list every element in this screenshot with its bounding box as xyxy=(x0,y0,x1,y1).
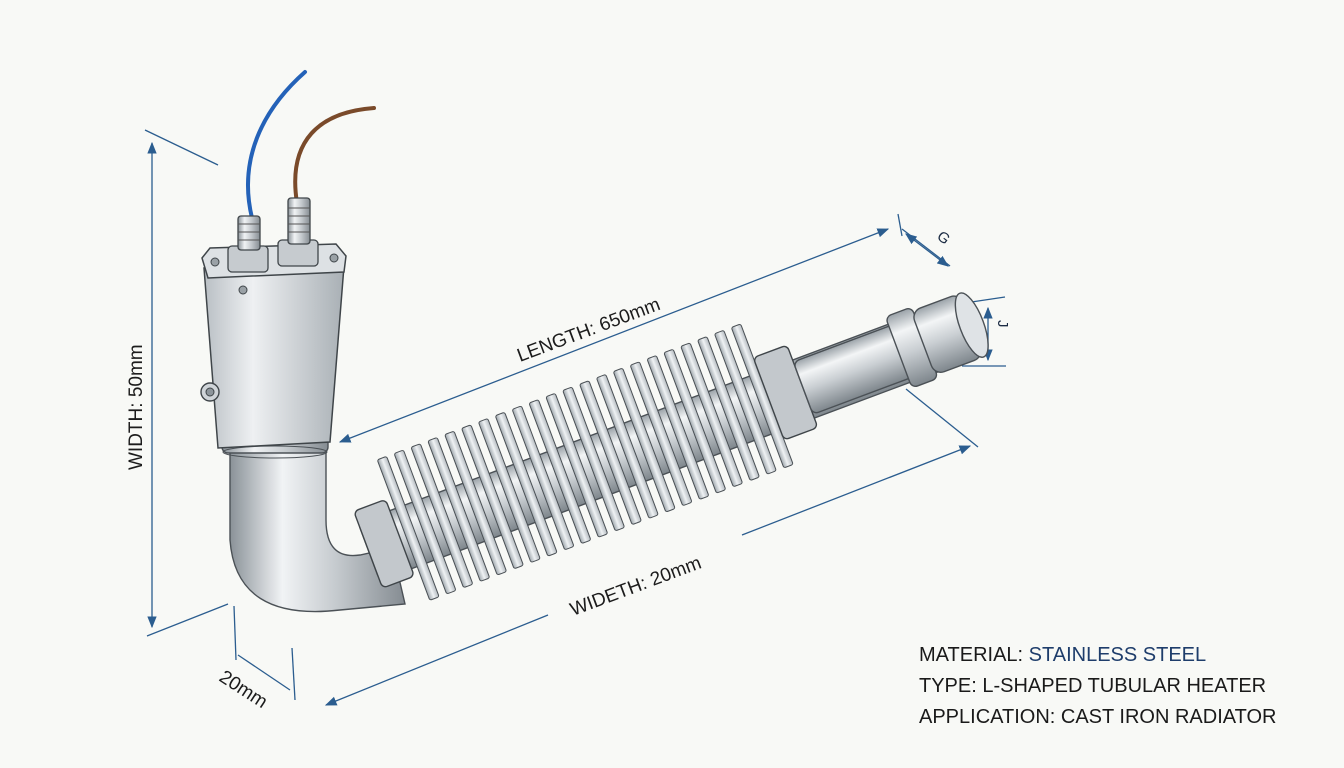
dim-small-top: G xyxy=(934,228,954,249)
finned-pipe xyxy=(354,292,989,601)
spec-application-value: CAST IRON RADIATOR xyxy=(1060,706,1277,728)
spec-application: APPLICATION: CAST IRON RADIATOR xyxy=(919,702,1319,733)
fin xyxy=(714,330,777,475)
fin xyxy=(596,374,659,519)
fin xyxy=(427,437,490,582)
fin xyxy=(562,387,625,531)
spec-block: MATERIAL: STAINLESS STEEL TYPE: L-SHAPED… xyxy=(919,640,1319,733)
spec-type-key: TYPE: xyxy=(919,675,983,697)
spec-material-value: STAINLESS STEEL xyxy=(1028,644,1207,666)
fin xyxy=(697,336,760,481)
spec-type-value: L-SHAPED TUBULAR HEATER xyxy=(982,675,1267,697)
dim-width-vertical: WIDTH: 50mm xyxy=(126,344,147,470)
spec-type: TYPE: L-SHAPED TUBULAR HEATER xyxy=(919,671,1319,702)
fin xyxy=(461,424,524,569)
blue-wire xyxy=(246,70,307,220)
fin xyxy=(377,456,440,601)
fin xyxy=(579,380,642,525)
fin xyxy=(663,349,726,494)
dim-depth: 20mm xyxy=(215,667,271,713)
fin xyxy=(478,418,541,563)
dim-small-right: J xyxy=(994,320,1011,328)
junction-box xyxy=(200,197,347,449)
fin xyxy=(444,431,507,576)
fin xyxy=(545,393,608,538)
fin xyxy=(613,368,676,512)
fin xyxy=(411,443,473,588)
spec-material-key: MATERIAL: xyxy=(919,644,1029,666)
dim-length: LENGTH: 650mm xyxy=(514,294,663,367)
fin xyxy=(495,412,558,557)
brown-wire xyxy=(293,106,376,205)
fin xyxy=(512,405,574,550)
fin xyxy=(394,450,456,594)
dim-width-bottom: WIDETH: 20mm xyxy=(567,553,704,621)
fin xyxy=(680,342,743,487)
spec-application-key: APPLICATION: xyxy=(919,706,1061,728)
fin xyxy=(529,399,591,544)
fin xyxy=(630,361,692,506)
spec-material: MATERIAL: STAINLESS STEEL xyxy=(919,640,1319,671)
fin xyxy=(647,355,709,500)
dimension-lines xyxy=(144,129,1006,706)
